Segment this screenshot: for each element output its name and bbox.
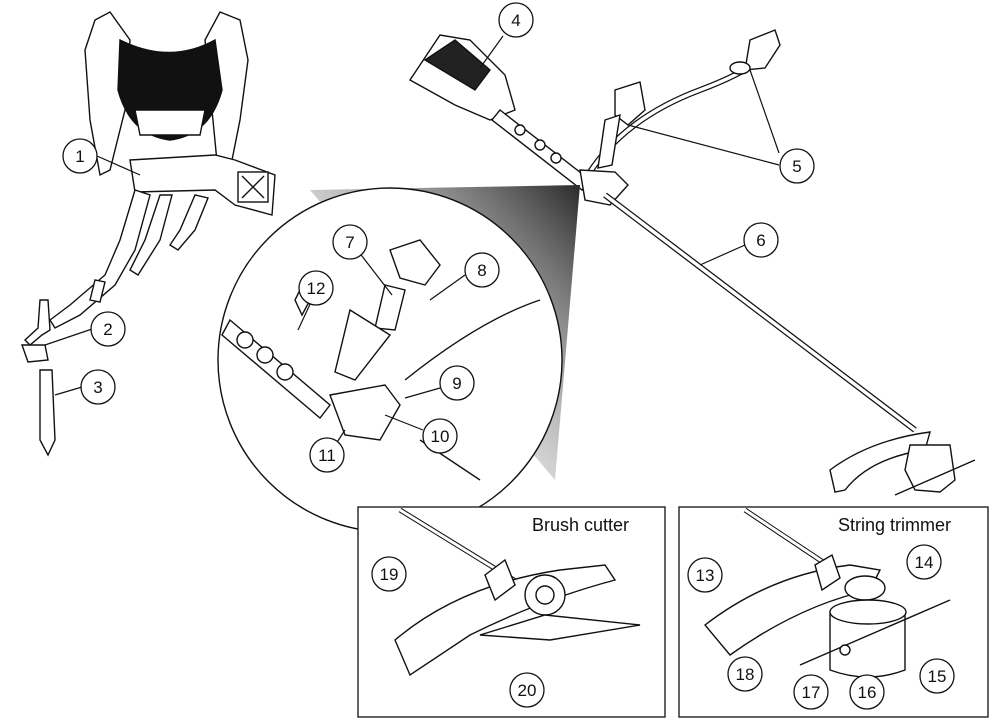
svg-text:17: 17 (802, 683, 821, 702)
svg-text:18: 18 (736, 665, 755, 684)
svg-text:4: 4 (511, 11, 520, 30)
svg-text:7: 7 (345, 233, 354, 252)
svg-text:5: 5 (792, 157, 801, 176)
svg-text:19: 19 (380, 565, 399, 584)
callout-3: 3 (80, 369, 116, 405)
svg-text:9: 9 (452, 374, 461, 393)
brush-cutter-panel-title: Brush cutter (532, 515, 629, 535)
callout-16: 16 (849, 674, 885, 710)
callout-14: 14 (906, 544, 942, 580)
callout-7: 7 (332, 224, 368, 260)
svg-text:8: 8 (477, 261, 486, 280)
string-trimmer-panel-title: String trimmer (838, 515, 951, 535)
callout-labels: 1 2 3 4 5 6 7 8 (62, 2, 955, 710)
callout-15: 15 (919, 658, 955, 694)
brush-cutter-head-illustration (394, 507, 641, 677)
callout-11: 11 (309, 437, 345, 473)
svg-text:20: 20 (518, 681, 537, 700)
callout-10: 10 (422, 418, 458, 454)
callout-12: 12 (298, 270, 334, 306)
callout-8: 8 (464, 252, 500, 288)
callout-1: 1 (62, 138, 98, 174)
callout-2: 2 (90, 311, 126, 347)
svg-text:14: 14 (915, 553, 934, 572)
harness-illustration (21, 11, 276, 457)
callout-17: 17 (793, 674, 829, 710)
callout-5: 5 (779, 148, 815, 184)
callout-13: 13 (687, 557, 723, 593)
svg-text:2: 2 (103, 320, 112, 339)
svg-text:6: 6 (756, 231, 765, 250)
callout-20: 20 (509, 672, 545, 708)
svg-text:15: 15 (928, 667, 947, 686)
svg-text:16: 16 (858, 683, 877, 702)
svg-text:1: 1 (75, 147, 84, 166)
svg-text:11: 11 (318, 446, 336, 465)
callout-18: 18 (727, 656, 763, 692)
svg-text:10: 10 (431, 427, 450, 446)
callout-19: 19 (371, 556, 407, 592)
svg-text:12: 12 (307, 279, 326, 298)
callout-4: 4 (498, 2, 534, 38)
detail-magnifier (217, 187, 563, 533)
string-trimmer-head-illustration (703, 507, 951, 678)
callout-6: 6 (743, 222, 779, 258)
svg-text:13: 13 (696, 566, 715, 585)
callout-9: 9 (439, 365, 475, 401)
svg-text:3: 3 (93, 378, 102, 397)
